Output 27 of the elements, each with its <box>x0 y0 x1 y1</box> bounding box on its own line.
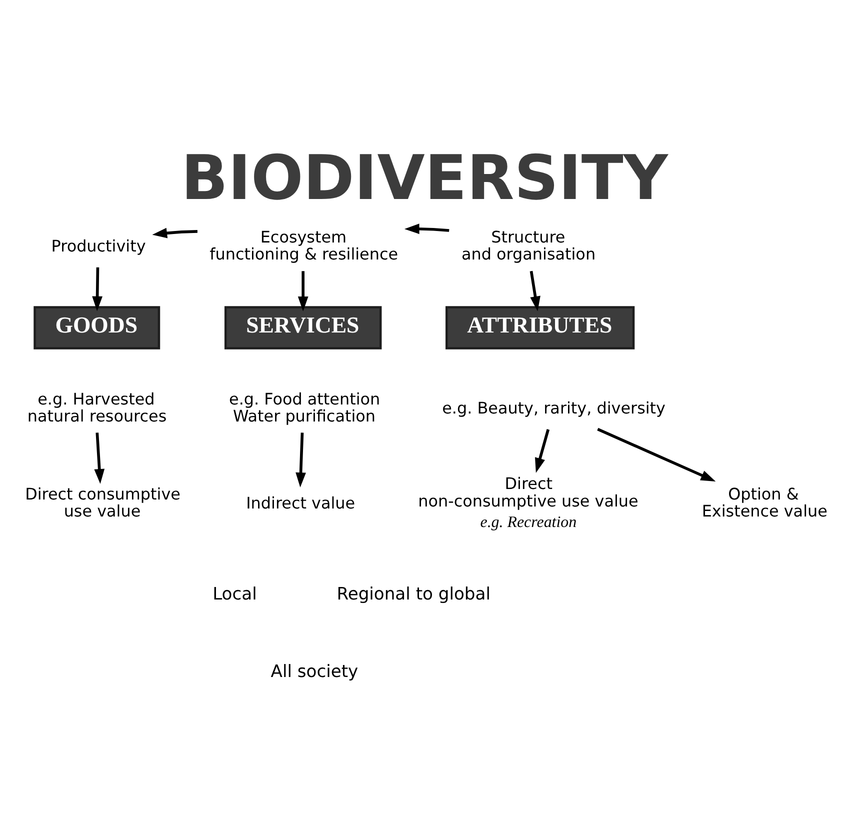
label: All society <box>270 661 358 682</box>
label: Local <box>212 584 257 604</box>
arrow <box>92 266 102 311</box>
arrow <box>296 432 306 487</box>
arrow <box>404 223 450 234</box>
arrow <box>152 227 198 238</box>
label: Regional to global <box>336 584 490 604</box>
node-label: e.g. Recreation <box>480 513 577 530</box>
node-text: Direct consumptive use value <box>25 484 180 520</box>
node-text: Option & Existence value <box>702 484 828 520</box>
diagram-title: BIODIVERSITY <box>181 142 668 214</box>
node-box: ATTRIBUTES <box>446 306 635 349</box>
node-text: Structure and organisation <box>461 226 596 264</box>
node-text: e.g. Harvested natural resources <box>27 388 167 425</box>
node-text: Ecosystem functioning & resilience <box>210 226 398 264</box>
node-text: e.g. Food attention Water purification <box>229 388 380 425</box>
node-text: Productivity <box>51 236 146 256</box>
arrow <box>298 270 308 311</box>
node-text: e.g. Beauty, rarity, diversity <box>442 398 666 417</box>
arrow <box>597 427 716 481</box>
arrow <box>94 432 105 484</box>
node-text: Direct non-consumptive use value <box>418 474 638 510</box>
arrow <box>534 428 550 472</box>
node-text: Indirect value <box>246 493 356 512</box>
arrow <box>530 270 540 311</box>
node-box: GOODS <box>34 306 160 349</box>
node-box: SERVICES <box>224 306 382 349</box>
